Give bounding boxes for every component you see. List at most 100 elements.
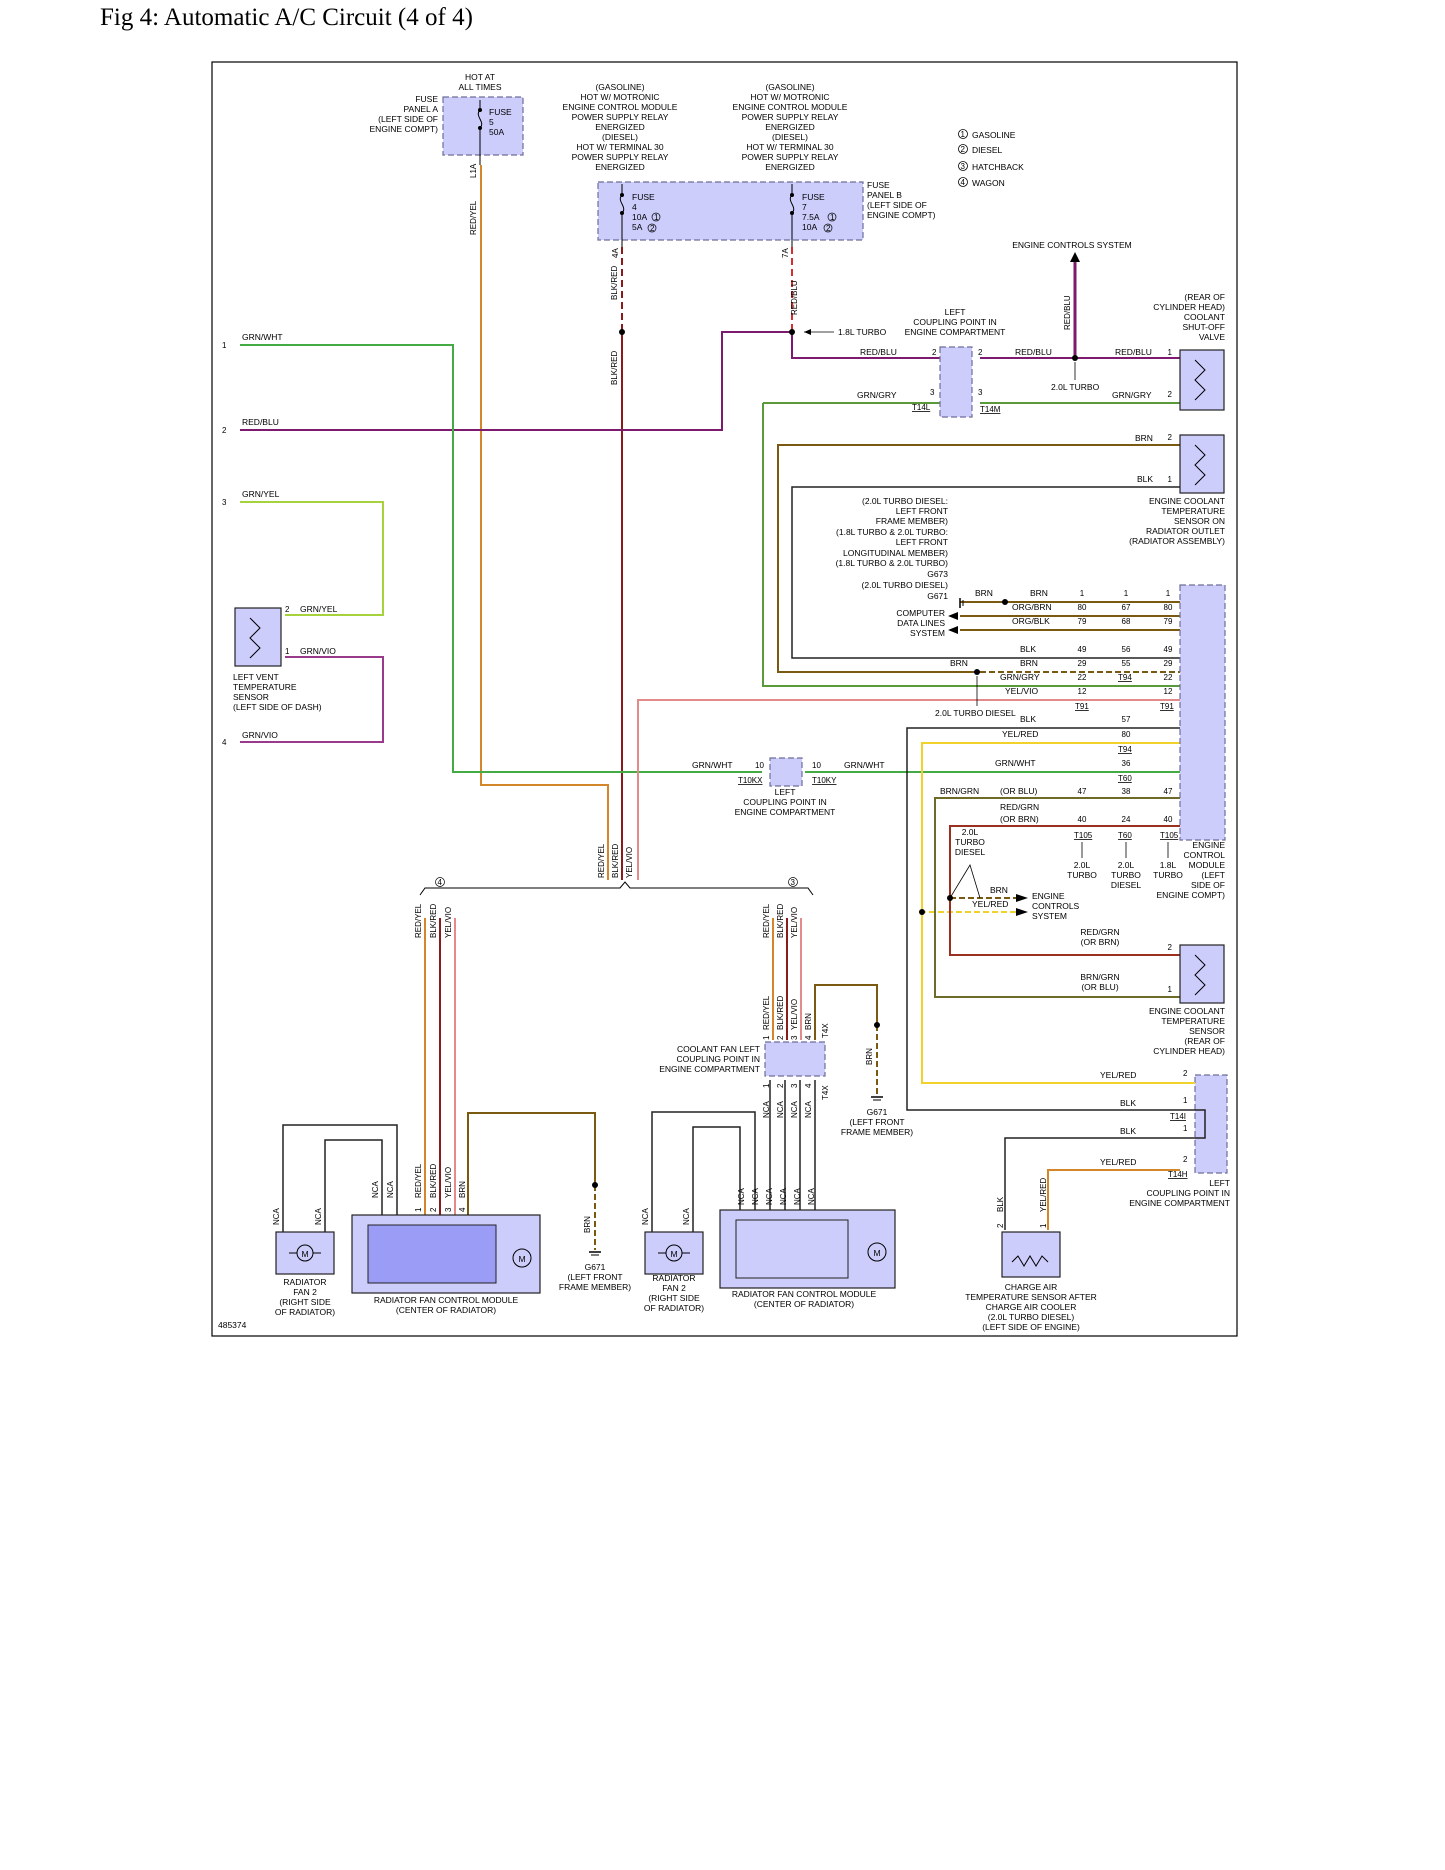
svg-text:FRAME MEMBER): FRAME MEMBER) — [841, 1127, 913, 1137]
svg-text:ORG/BRN: ORG/BRN — [1012, 602, 1052, 612]
coolant-shutoff-valve: 1 2 (REAR OF CYLINDER HEAD) COOLANT SHUT… — [1153, 292, 1226, 411]
svg-text:4: 4 — [804, 1035, 813, 1040]
svg-text:68: 68 — [1122, 617, 1131, 626]
svg-text:SENSOR: SENSOR — [233, 692, 269, 702]
svg-text:T60: T60 — [1118, 831, 1132, 840]
svg-text:(GASOLINE): (GASOLINE) — [765, 82, 814, 92]
radiator-fan-control-module-left: M NCA NCA RED/YEL BLK/RED YEL/VIO BRN 1 … — [351, 1163, 541, 1315]
svg-text:T10KY: T10KY — [812, 776, 837, 785]
svg-text:YEL/VIO: YEL/VIO — [444, 907, 453, 938]
svg-text:NCA: NCA — [807, 1187, 816, 1205]
svg-text:T4X: T4X — [821, 1023, 830, 1038]
svg-text:BLK/RED: BLK/RED — [776, 996, 785, 1030]
svg-text:29: 29 — [1078, 659, 1087, 668]
svg-text:SHUT-OFF: SHUT-OFF — [1183, 322, 1226, 332]
svg-text:BLK/RED: BLK/RED — [611, 844, 620, 878]
svg-text:1: 1 — [1183, 1096, 1188, 1105]
svg-text:(OR BRN): (OR BRN) — [1000, 814, 1039, 824]
svg-text:1: 1 — [1166, 589, 1171, 598]
svg-text:ENERGIZED: ENERGIZED — [765, 162, 815, 172]
svg-text:55: 55 — [1122, 659, 1131, 668]
svg-text:BRN/GRN: BRN/GRN — [940, 786, 979, 796]
svg-text:PANEL B: PANEL B — [867, 190, 902, 200]
svg-text:T105: T105 — [1074, 831, 1093, 840]
svg-text:1: 1 — [654, 213, 659, 222]
svg-text:(CENTER OF RADIATOR): (CENTER OF RADIATOR) — [396, 1305, 496, 1315]
svg-text:RADIATOR FAN CONTROL MODULE: RADIATOR FAN CONTROL MODULE — [732, 1289, 877, 1299]
svg-text:3: 3 — [791, 878, 796, 887]
svg-text:M: M — [670, 1249, 677, 1259]
g671-left: BRN G671 (LEFT FRONT FRAME MEMBER) — [559, 1216, 631, 1292]
figure-id: 485374 — [218, 1320, 247, 1330]
svg-text:1.8L TURBO: 1.8L TURBO — [838, 327, 887, 337]
svg-text:SIDE OF: SIDE OF — [1191, 880, 1225, 890]
ect-radiator-outlet: 2 1 BRN BLK ENGINE COOLANT TEMPERATURE S… — [1129, 433, 1225, 546]
svg-text:GRN/GRY: GRN/GRY — [1000, 672, 1040, 682]
svg-text:DATA LINES: DATA LINES — [897, 618, 945, 628]
svg-text:COUPLING POINT IN: COUPLING POINT IN — [743, 797, 826, 807]
svg-text:RED/BLU: RED/BLU — [1063, 295, 1072, 330]
svg-text:ENGINE COMPARTMENT: ENGINE COMPARTMENT — [659, 1064, 760, 1074]
svg-text:BRN: BRN — [583, 1216, 592, 1233]
svg-text:1: 1 — [830, 213, 835, 222]
svg-text:(REAR OF: (REAR OF — [1184, 1036, 1225, 1046]
svg-text:SYSTEM: SYSTEM — [910, 628, 945, 638]
svg-text:NCA: NCA — [272, 1207, 281, 1225]
coolant-fan-coupling: COOLANT FAN LEFT COUPLING POINT IN ENGIN… — [659, 995, 913, 1137]
svg-text:GRN/YEL: GRN/YEL — [300, 604, 338, 614]
svg-text:RED/YEL: RED/YEL — [414, 1163, 423, 1198]
svg-text:2: 2 — [996, 1223, 1005, 1228]
svg-text:NCA: NCA — [790, 1100, 799, 1118]
svg-text:CONTROLS: CONTROLS — [1032, 901, 1080, 911]
svg-text:CONTROL: CONTROL — [1183, 850, 1225, 860]
svg-text:(2.0L TURBO DIESEL): (2.0L TURBO DIESEL) — [988, 1312, 1075, 1322]
svg-text:(REAR OF: (REAR OF — [1184, 292, 1225, 302]
svg-text:FUSE: FUSE — [867, 180, 890, 190]
svg-text:M: M — [301, 1249, 308, 1259]
svg-text:LEFT FRONT: LEFT FRONT — [896, 506, 948, 516]
svg-text:RADIATOR: RADIATOR — [652, 1273, 695, 1283]
svg-text:2.0L: 2.0L — [1118, 860, 1135, 870]
svg-text:(LEFT FRONT: (LEFT FRONT — [567, 1272, 622, 1282]
svg-text:FAN 2: FAN 2 — [293, 1287, 317, 1297]
svg-text:RED/GRN: RED/GRN — [1080, 927, 1119, 937]
svg-text:3: 3 — [930, 388, 935, 397]
svg-text:1: 1 — [762, 1035, 771, 1040]
svg-text:36: 36 — [1122, 759, 1131, 768]
svg-text:LEFT: LEFT — [775, 787, 796, 797]
radiator-fan-right: M NCA NCA RADIATOR FAN 2 (RIGHT SIDE OF … — [641, 1207, 704, 1313]
svg-text:RED/YEL: RED/YEL — [762, 903, 771, 938]
svg-text:RED/YEL: RED/YEL — [414, 903, 423, 938]
svg-text:FAN 2: FAN 2 — [662, 1283, 686, 1293]
svg-text:47: 47 — [1078, 787, 1087, 796]
svg-text:ENGINE COOLANT: ENGINE COOLANT — [1149, 1006, 1225, 1016]
svg-text:7A: 7A — [781, 248, 790, 258]
svg-text:SENSOR ON: SENSOR ON — [1174, 516, 1225, 526]
ect-cylinder-head: 2 1 RED/GRN (OR BRN) BRN/GRN (OR BLU) EN… — [1080, 927, 1225, 1056]
svg-text:M: M — [873, 1248, 880, 1258]
svg-text:4: 4 — [438, 878, 443, 887]
svg-text:BLK: BLK — [1020, 644, 1036, 654]
diagram-frame — [211, 61, 1238, 1337]
svg-text:4: 4 — [961, 178, 966, 187]
g673-note: (2.0L TURBO DIESEL: LEFT FRONT FRAME MEM… — [836, 496, 1052, 638]
svg-text:YEL/RED: YEL/RED — [1039, 1178, 1048, 1212]
svg-text:(DIESEL): (DIESEL) — [772, 132, 808, 142]
svg-text:ENGINE COMPT): ENGINE COMPT) — [370, 124, 439, 134]
svg-text:2: 2 — [1183, 1155, 1188, 1164]
svg-text:(RIGHT SIDE: (RIGHT SIDE — [279, 1297, 331, 1307]
svg-text:GRN/WHT: GRN/WHT — [995, 758, 1036, 768]
svg-text:3: 3 — [790, 1035, 799, 1040]
svg-text:BLK: BLK — [1120, 1098, 1136, 1108]
svg-text:ENERGIZED: ENERGIZED — [595, 122, 645, 132]
svg-text:3: 3 — [790, 1083, 799, 1088]
svg-text:49: 49 — [1164, 645, 1173, 654]
svg-text:(LEFT SIDE OF: (LEFT SIDE OF — [867, 200, 927, 210]
svg-text:HOT W/ TERMINAL 30: HOT W/ TERMINAL 30 — [576, 142, 663, 152]
svg-text:COOLANT FAN LEFT: COOLANT FAN LEFT — [677, 1044, 760, 1054]
svg-text:FUSE: FUSE — [632, 192, 655, 202]
coupling-t10: GRN/WHT GRN/WHT 10 10 T10KX T10KY LEFT C… — [692, 757, 885, 817]
svg-text:1: 1 — [1183, 1124, 1188, 1133]
svg-text:1: 1 — [1168, 348, 1173, 357]
svg-text:10: 10 — [755, 761, 764, 770]
